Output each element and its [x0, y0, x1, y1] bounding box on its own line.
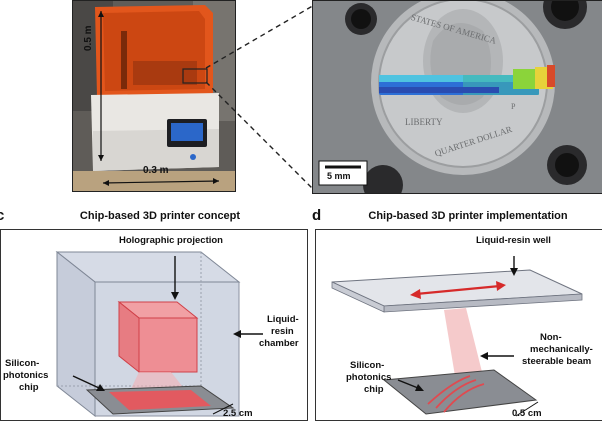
panel-d-box: Liquid-resin well Non- mechanically- ste… [315, 229, 602, 421]
scale-bar-label: 5 mm [327, 171, 351, 181]
resin-well-label: Liquid-resin well [476, 235, 551, 246]
chip-label-line3: chip [19, 382, 39, 393]
printer-illustration [73, 1, 235, 191]
panel-d-title: Chip-based 3D printer implementation [368, 210, 568, 222]
panel-c-letter: c [0, 207, 5, 224]
chip-label-line1: Silicon- [5, 358, 40, 369]
coin-liberty-text: LIBERTY [405, 117, 443, 127]
panel-c-title: Chip-based 3D printer concept [79, 210, 241, 222]
chip-label-line2: photonics [3, 370, 49, 381]
holographic-projection-label: Holographic projection [119, 235, 223, 246]
panel-c-box: Holographic projection Liquid- resin cha… [0, 229, 308, 421]
beam-label-line1: Non- [540, 332, 562, 343]
panel-d-letter: d [312, 207, 322, 224]
resin-chamber-label-line3: chamber [259, 338, 299, 349]
resin-chamber-label-line1: Liquid- [267, 314, 299, 325]
beam-label-line3: steerable beam [522, 356, 592, 367]
resin-chamber-label-line2: resin [271, 326, 294, 337]
coin-photo: LIBERTY QUARTER DOLLAR STATES OF AMERICA… [312, 0, 602, 194]
printer-photo: 0.5 m 0.3 m [72, 0, 236, 192]
chip-label-d-line1: Silicon- [350, 360, 385, 371]
chip-label-d-line2: photonics [346, 372, 392, 383]
beam-label-line2: mechanically- [530, 344, 593, 355]
coin-mint-text: P [511, 102, 516, 111]
width-dimension-label: 0.3 m [143, 165, 169, 176]
implementation-illustration [331, 256, 583, 417]
concept-illustration [55, 250, 263, 418]
chip-label-d-line3: chip [364, 384, 384, 395]
coin-illustration: LIBERTY QUARTER DOLLAR STATES OF AMERICA… [313, 1, 602, 193]
printed-chip-bar [379, 65, 555, 95]
